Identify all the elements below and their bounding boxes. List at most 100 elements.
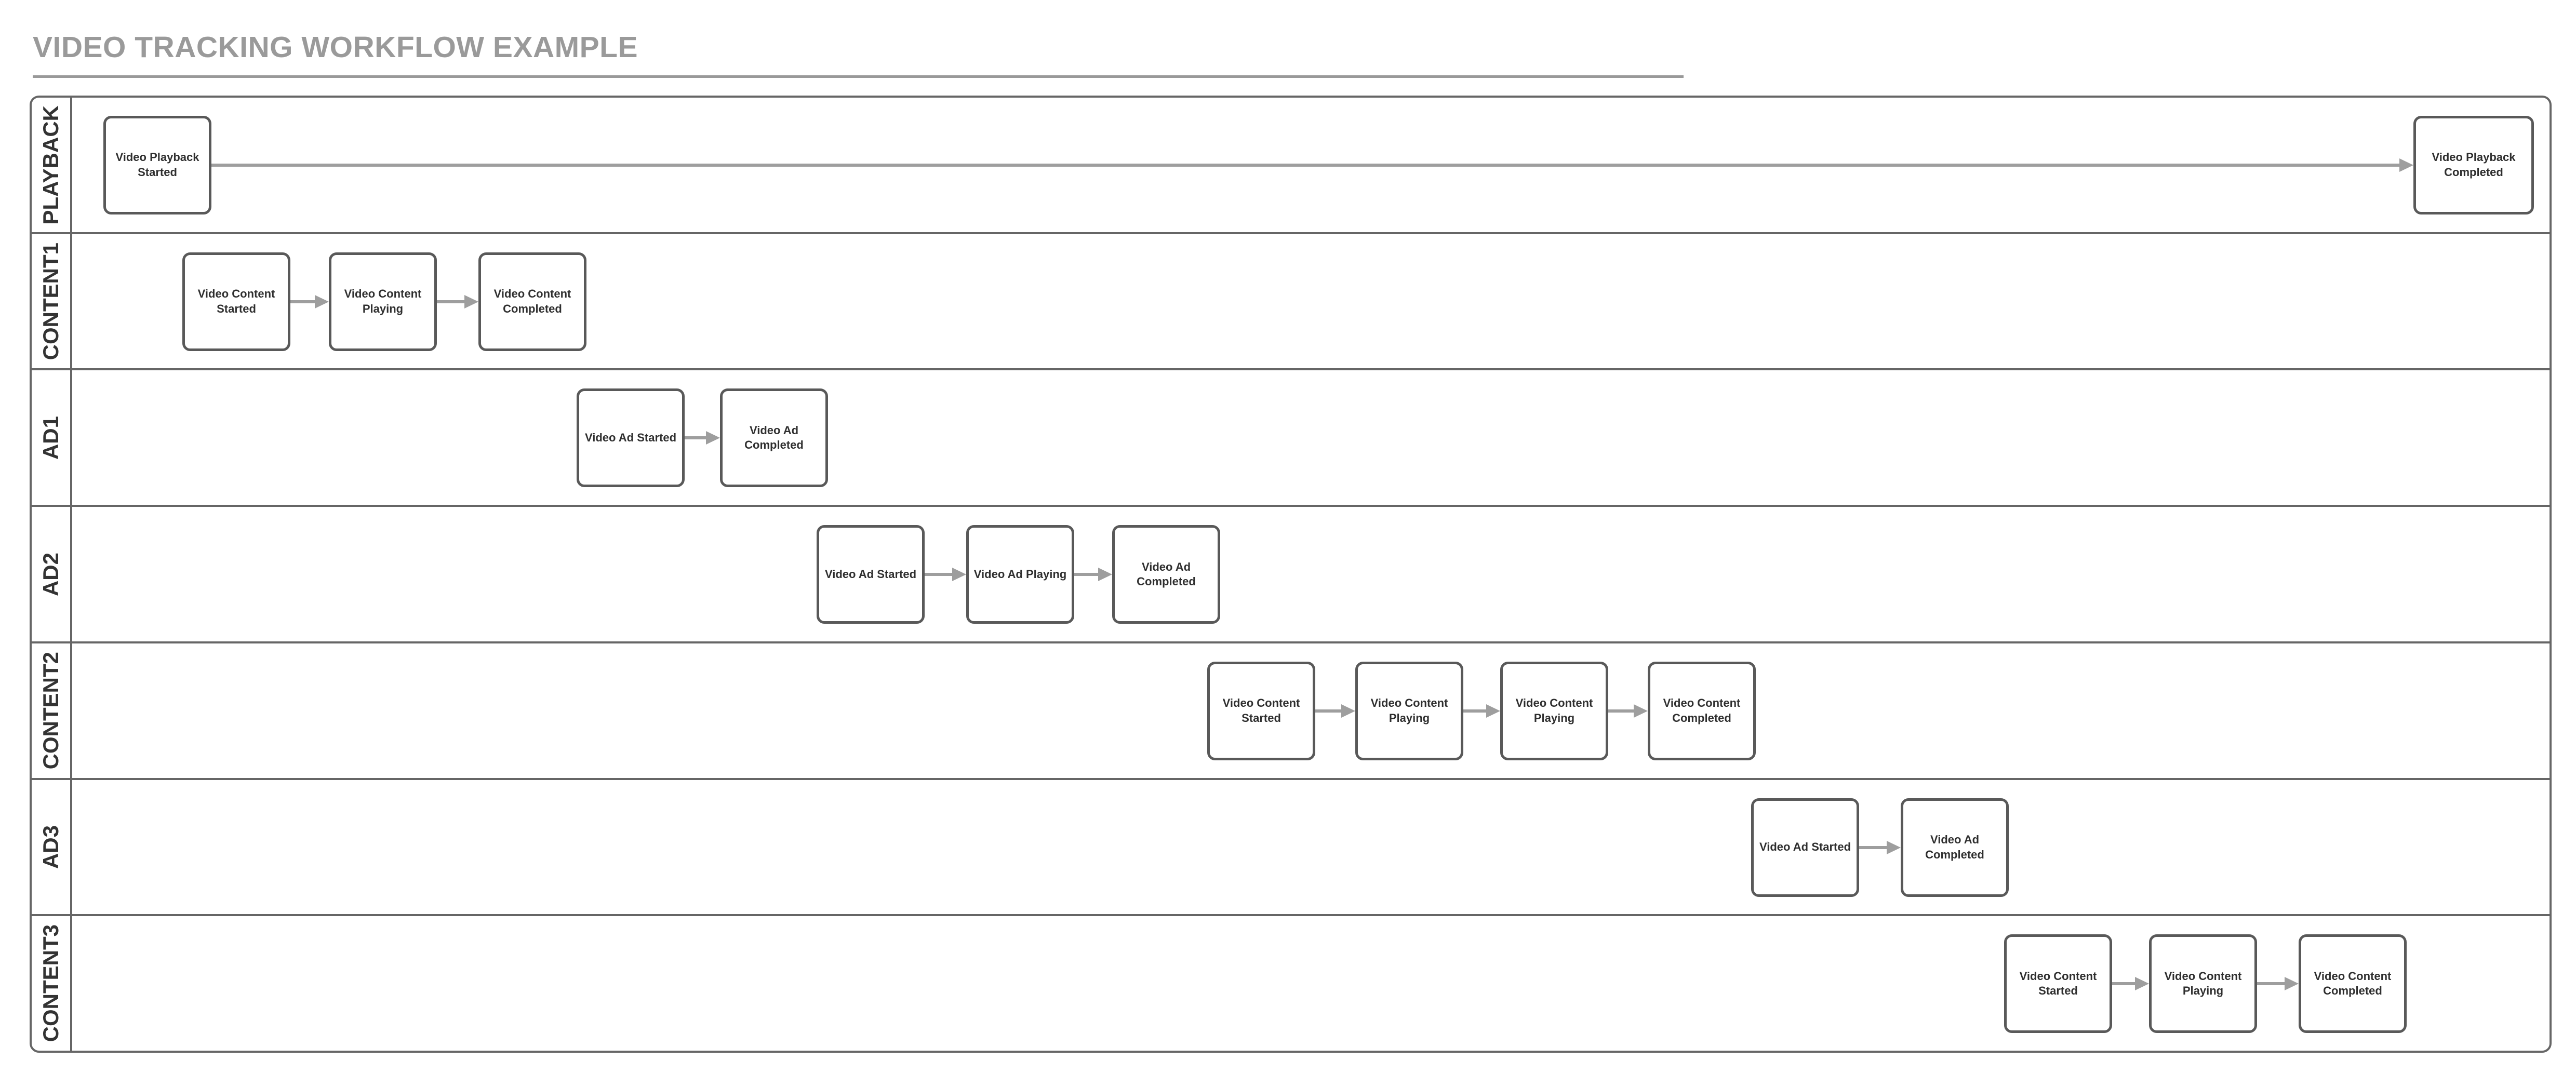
flow-node[interactable]: Video Content Playing xyxy=(1355,661,1463,760)
swimlane-pool: PLAYBACK Video Playback Started Video Play… xyxy=(30,96,2552,1053)
lane-header-content2[interactable]: CONTENT2 xyxy=(32,643,72,778)
flow-arrow[interactable] xyxy=(1074,568,1112,582)
flow-arrow[interactable] xyxy=(211,158,2413,172)
flow-node[interactable]: Video Content Started xyxy=(182,252,290,351)
arrow-line xyxy=(1608,709,1636,713)
flow-node[interactable]: Video Content Playing xyxy=(1500,661,1608,760)
lane-content: Video Content Started Video Content Playi… xyxy=(72,234,2550,369)
lane-header-playback[interactable]: PLAYBACK xyxy=(32,98,72,232)
flow-arrow[interactable] xyxy=(2257,977,2299,991)
flow-arrow[interactable] xyxy=(925,568,966,582)
arrow-line xyxy=(2257,982,2287,986)
arrow-head-icon xyxy=(2285,977,2299,991)
flow-node-label: Video Content Playing xyxy=(2164,969,2242,998)
arrow-line xyxy=(1315,709,1343,713)
flow-node-label: Video Ad Started xyxy=(824,567,917,581)
swimlane-playback: PLAYBACK Video Playback Started Video Play… xyxy=(32,98,2550,232)
arrow-head-icon xyxy=(706,431,720,445)
lane-label: CONTENT3 xyxy=(38,924,63,1042)
flow-node-label: Video Content Started xyxy=(2019,969,2097,998)
lane-content: Video Ad Started Video Ad Playing Video Ad… xyxy=(72,507,2550,641)
arrow-head-icon xyxy=(1098,568,1112,582)
flow-node-label: Video Playback Completed xyxy=(2432,151,2516,179)
arrow-line xyxy=(290,300,317,303)
flow-arrow[interactable] xyxy=(685,431,720,445)
lane-label: AD2 xyxy=(38,552,63,596)
flow-node[interactable]: Video Ad Completed xyxy=(1112,525,1220,624)
flow-arrow[interactable] xyxy=(290,294,329,308)
lane-content: Video Content Started Video Content Playi… xyxy=(72,916,2550,1051)
flow-node-label: Video Content Playing xyxy=(1370,696,1448,724)
flow-node[interactable]: Video Ad Started xyxy=(817,525,925,624)
flow-node[interactable]: Video Ad Started xyxy=(1751,798,1859,897)
flow-node-label: Video Content Playing xyxy=(344,287,422,315)
flow-node-label: Video Content Started xyxy=(1222,696,1300,724)
flow-node[interactable]: Video Content Completed xyxy=(2299,934,2407,1034)
flow-node-label: Video Content Completed xyxy=(2314,969,2392,998)
lane-header-content1[interactable]: CONTENT1 xyxy=(32,234,72,369)
arrow-head-icon xyxy=(2399,158,2413,172)
flow-node[interactable]: Video Ad Started xyxy=(577,388,685,488)
lane-header-content3[interactable]: CONTENT3 xyxy=(32,916,72,1051)
page-title: VIDEO TRACKING WORKFLOW EXAMPLE xyxy=(33,31,638,64)
flow-node-label: Video Ad Started xyxy=(1759,840,1851,854)
flow-arrow[interactable] xyxy=(437,294,478,308)
lane-header-ad1[interactable]: AD1 xyxy=(32,370,72,505)
flow-node[interactable]: Video Content Completed xyxy=(1648,661,1756,760)
lane-label: PLAYBACK xyxy=(38,105,63,225)
arrow-line xyxy=(925,573,954,576)
flow-node-label: Video Playback Started xyxy=(115,151,199,179)
lane-header-ad2[interactable]: AD2 xyxy=(32,507,72,641)
flow-arrow[interactable] xyxy=(1463,704,1500,718)
flow-node-label: Video Content Started xyxy=(197,287,275,315)
flow-node[interactable]: Video Content Started xyxy=(2004,934,2112,1034)
lane-content: Video Ad Started Video Ad Completed xyxy=(72,780,2550,915)
lane-label: AD3 xyxy=(38,825,63,869)
swimlane-ad1: AD1 Video Ad Started Video Ad Completed xyxy=(32,368,2550,505)
lane-label: AD1 xyxy=(38,415,63,460)
flow-node[interactable]: Video Playback Started xyxy=(103,116,211,214)
arrow-line xyxy=(1859,846,1889,849)
flow-node[interactable]: Video Ad Playing xyxy=(966,525,1074,624)
lane-label: CONTENT1 xyxy=(38,242,63,360)
arrow-head-icon xyxy=(2135,977,2149,991)
flow-node-label: Video Content Completed xyxy=(493,287,571,315)
flow-node[interactable]: Video Ad Completed xyxy=(1901,798,2009,897)
arrow-head-icon xyxy=(1634,704,1648,718)
arrow-head-icon xyxy=(1486,704,1500,718)
arrow-line xyxy=(211,164,2401,167)
flow-node-label: Video Ad Completed xyxy=(744,423,804,452)
lane-label: CONTENT2 xyxy=(38,652,63,770)
arrow-line xyxy=(1463,709,1488,713)
flow-node[interactable]: Video Playback Completed xyxy=(2413,116,2534,214)
arrow-head-icon xyxy=(1887,840,1901,854)
arrow-head-icon xyxy=(315,294,329,308)
arrow-line xyxy=(2112,982,2137,986)
flow-node-label: Video Ad Started xyxy=(584,431,677,445)
swimlane-ad3: AD3 Video Ad Started Video Ad Completed xyxy=(32,777,2550,915)
flow-node[interactable]: Video Content Playing xyxy=(329,252,437,351)
flow-node-label: Video Content Playing xyxy=(1515,696,1593,724)
flow-node-label: Video Ad Completed xyxy=(1925,833,1984,861)
flow-node[interactable]: Video Content Completed xyxy=(478,252,586,351)
arrow-line xyxy=(1074,573,1100,576)
arrow-head-icon xyxy=(952,568,966,582)
flow-node-label: Video Content Completed xyxy=(1663,696,1741,724)
flow-arrow[interactable] xyxy=(2112,977,2149,991)
swimlane-content2: CONTENT2 Video Content Started Video Conte… xyxy=(32,641,2550,778)
title-underline xyxy=(33,75,1684,78)
flow-node-label: Video Ad Completed xyxy=(1137,560,1196,588)
flow-node[interactable]: Video Content Started xyxy=(1207,661,1315,760)
lane-header-ad3[interactable]: AD3 xyxy=(32,780,72,915)
flow-arrow[interactable] xyxy=(1608,704,1648,718)
flow-node[interactable]: Video Content Playing xyxy=(2149,934,2257,1034)
flow-node[interactable]: Video Ad Completed xyxy=(720,388,828,488)
arrow-line xyxy=(685,436,708,440)
flow-arrow[interactable] xyxy=(1315,704,1355,718)
arrow-head-icon xyxy=(1341,704,1355,718)
flow-arrow[interactable] xyxy=(1859,840,1901,854)
